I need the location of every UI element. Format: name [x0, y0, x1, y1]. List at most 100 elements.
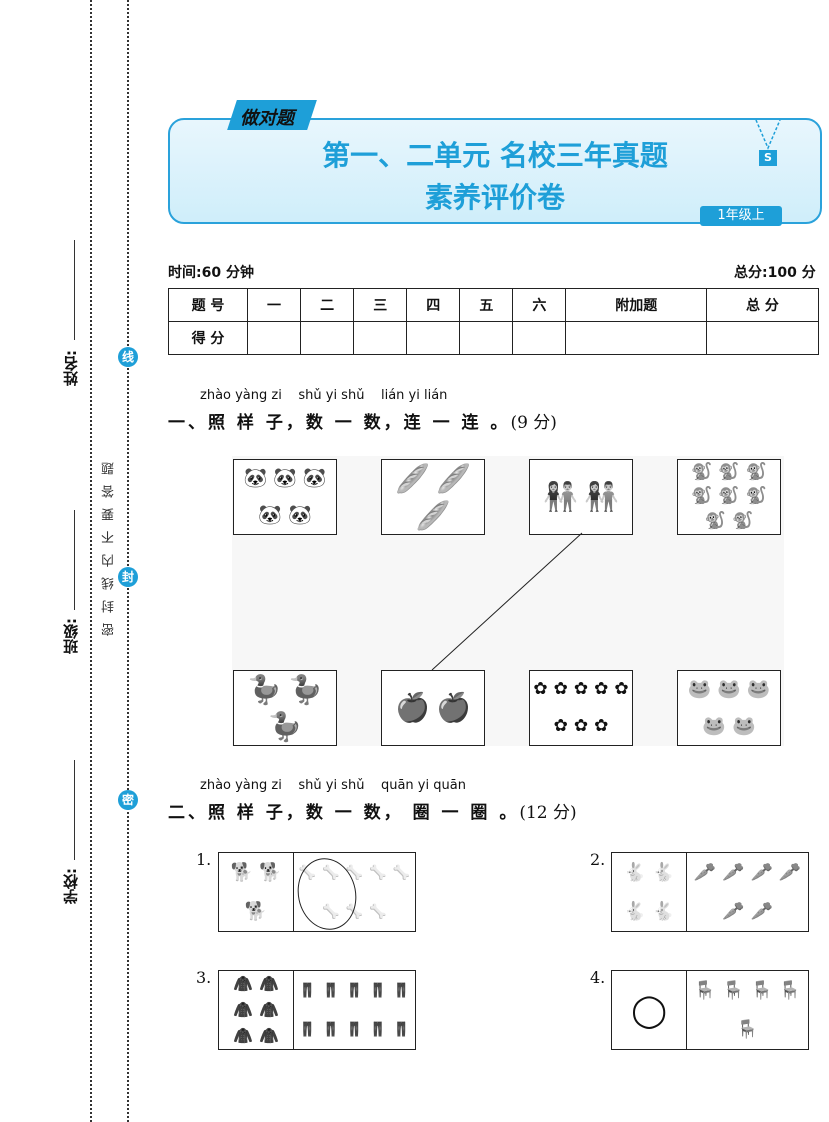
rabbit-icon: 🐇	[652, 900, 675, 922]
title-banner: 第一、二单元 名校三年真题 素养评价卷	[168, 118, 822, 224]
binding-dotted-line-right	[127, 0, 129, 1122]
q1-top-box-4[interactable]: 🐒🐒🐒🐒🐒🐒🐒🐒	[677, 459, 781, 535]
monkey-icon: 🐒	[718, 486, 740, 507]
dog-icon: 🐕	[230, 861, 253, 883]
flower-icon: ✿	[614, 679, 629, 699]
title-line-1: 第一、二单元 名校三年真题	[322, 139, 668, 172]
q2-points: (12 分)	[519, 803, 577, 823]
frog-icon: 🐸	[687, 678, 712, 700]
q1-top-box-2[interactable]: 🥖🥖🥖	[381, 459, 485, 535]
duck-icon: 🦆	[288, 672, 323, 706]
q2-title: 二、照 样 子，数 一 数， 圈 一 圈 。(12 分)	[168, 798, 577, 823]
jacket-icon: 🧥	[259, 1000, 279, 1019]
header-cell: 附加题	[565, 288, 707, 322]
carrot-icon: 🥕	[722, 861, 745, 883]
chair-icon: 🪑	[736, 1018, 759, 1040]
header-cell: 一	[246, 288, 302, 322]
kids-icon: 👫	[543, 480, 578, 513]
rabbit-icon: 🐇	[652, 861, 675, 883]
q2-right-cell[interactable]: 👖👖👖👖👖👖👖👖👖👖	[294, 971, 415, 1049]
apple-icon: 🍎	[436, 691, 471, 724]
q1-bottom-box-2[interactable]: 🍎🍎	[381, 670, 485, 746]
chair-icon: 🪑	[722, 979, 745, 1001]
bone-icon: 🦴	[322, 864, 340, 881]
pants-icon: 👖	[322, 982, 340, 999]
q2-left-cell: ◯	[612, 971, 687, 1049]
header-cell: 四	[406, 288, 461, 322]
pants-icon: 👖	[392, 982, 411, 999]
time-label: 时间:60 分钟	[168, 265, 254, 281]
pants-icon: 👖	[369, 982, 387, 999]
bread-icon: 🥖	[415, 498, 451, 532]
bone-icon: 🦴	[345, 864, 364, 881]
bone-icon: 🦴	[322, 903, 340, 920]
jacket-icon: 🧥	[233, 1000, 253, 1019]
panda-icon: 🐼	[288, 504, 312, 526]
q2-item-3[interactable]: 🧥🧥🧥🧥🧥🧥👖👖👖👖👖👖👖👖👖👖	[218, 970, 416, 1050]
carrot-icon: 🥕	[750, 900, 773, 922]
q1-title: 一、照 样 子，数 一 数，连 一 连 。(9 分)	[168, 408, 557, 433]
score-cell[interactable]	[565, 321, 707, 355]
bone-icon: 🦴	[369, 864, 387, 881]
pants-icon: 👖	[298, 982, 317, 999]
q1-top-box-3[interactable]: 👫👫	[529, 459, 633, 535]
frog-icon: 🐸	[702, 715, 726, 737]
bone-icon: 🦴	[369, 903, 387, 920]
monkey-icon: 🐒	[718, 461, 740, 482]
monkey-icon: 🐒	[691, 486, 713, 507]
chair-icon: 🪑	[778, 979, 802, 1001]
q1-bottom-box-4[interactable]: 🐸🐸🐸🐸🐸	[677, 670, 781, 746]
score-cell[interactable]	[406, 321, 461, 355]
total-score-label: 总分:100 分	[734, 265, 816, 281]
rabbit-icon: 🐇	[623, 900, 646, 922]
q2-right-cell[interactable]: 🥕🥕🥕🥕🥕🥕	[687, 853, 808, 931]
score-cell[interactable]	[705, 321, 820, 355]
flower-icon: ✿	[533, 679, 548, 699]
q1-top-box-1[interactable]: 🐼🐼🐼🐼🐼	[233, 459, 337, 535]
bone-icon: 🦴	[298, 864, 317, 881]
grade-label: 1年级上	[700, 206, 782, 226]
score-cell[interactable]	[353, 321, 408, 355]
score-table-score-row: 得 分	[168, 321, 820, 355]
class-underline	[74, 510, 75, 610]
rabbit-icon: 🐇	[623, 861, 646, 883]
q2-item-1[interactable]: 🐕🐕🐕🦴🦴🦴🦴🦴🦴🦴🦴	[218, 852, 416, 932]
carrot-icon: 🥕	[722, 900, 745, 922]
kids-icon: 👫	[584, 480, 619, 513]
carrot-icon: 🥕	[750, 861, 773, 883]
name-underline	[74, 240, 75, 340]
jacket-icon: 🧥	[259, 974, 279, 993]
flower-icon: ✿	[553, 716, 568, 736]
q2-item-number: 2.	[590, 850, 606, 869]
apple-icon: 🍎	[395, 691, 430, 724]
frog-icon: 🐸	[717, 678, 741, 700]
flower-icon: ✿	[573, 716, 589, 736]
q2-item-number: 3.	[196, 968, 212, 987]
q1-points: (9 分)	[510, 413, 557, 433]
flower-icon: ✿	[573, 679, 589, 699]
q1-bottom-box-1[interactable]: 🦆🦆🦆	[233, 670, 337, 746]
carrot-icon: 🥕	[693, 861, 717, 883]
tag-label: 做对题	[240, 108, 294, 129]
pants-icon: 👖	[298, 1021, 317, 1038]
jacket-icon: 🧥	[233, 974, 253, 993]
header-cell: 总 分	[705, 288, 820, 322]
jacket-icon: 🧥	[259, 1026, 279, 1045]
q1-title-text: 一、照 样 子，数 一 数，连 一 连 。	[168, 413, 511, 433]
q2-item-2[interactable]: 🐇 🐇 🐇 🐇 🥕🥕🥕🥕🥕🥕	[611, 852, 809, 932]
q2-item-number: 1.	[196, 850, 212, 869]
chair-icon: 🪑	[750, 979, 773, 1001]
q2-item-4[interactable]: ◯🪑🪑🪑🪑🪑	[611, 970, 809, 1050]
q2-right-cell[interactable]: 🦴🦴🦴🦴🦴🦴🦴🦴	[294, 853, 415, 931]
panda-icon: 🐼	[243, 467, 268, 489]
school-underline	[74, 760, 75, 860]
bone-icon: 🦴	[392, 864, 411, 881]
q2-left-cell: 🧥🧥🧥🧥🧥🧥	[219, 971, 294, 1049]
score-cell[interactable]	[246, 321, 302, 355]
score-cell[interactable]	[512, 321, 567, 355]
seal-circle-xian: 线	[118, 347, 138, 367]
q2-right-cell[interactable]: 🪑🪑🪑🪑🪑	[687, 971, 808, 1049]
score-cell[interactable]	[459, 321, 514, 355]
dog-icon: 🐕	[259, 861, 282, 883]
q1-bottom-box-3[interactable]: ✿✿✿✿✿✿✿✿	[529, 670, 633, 746]
